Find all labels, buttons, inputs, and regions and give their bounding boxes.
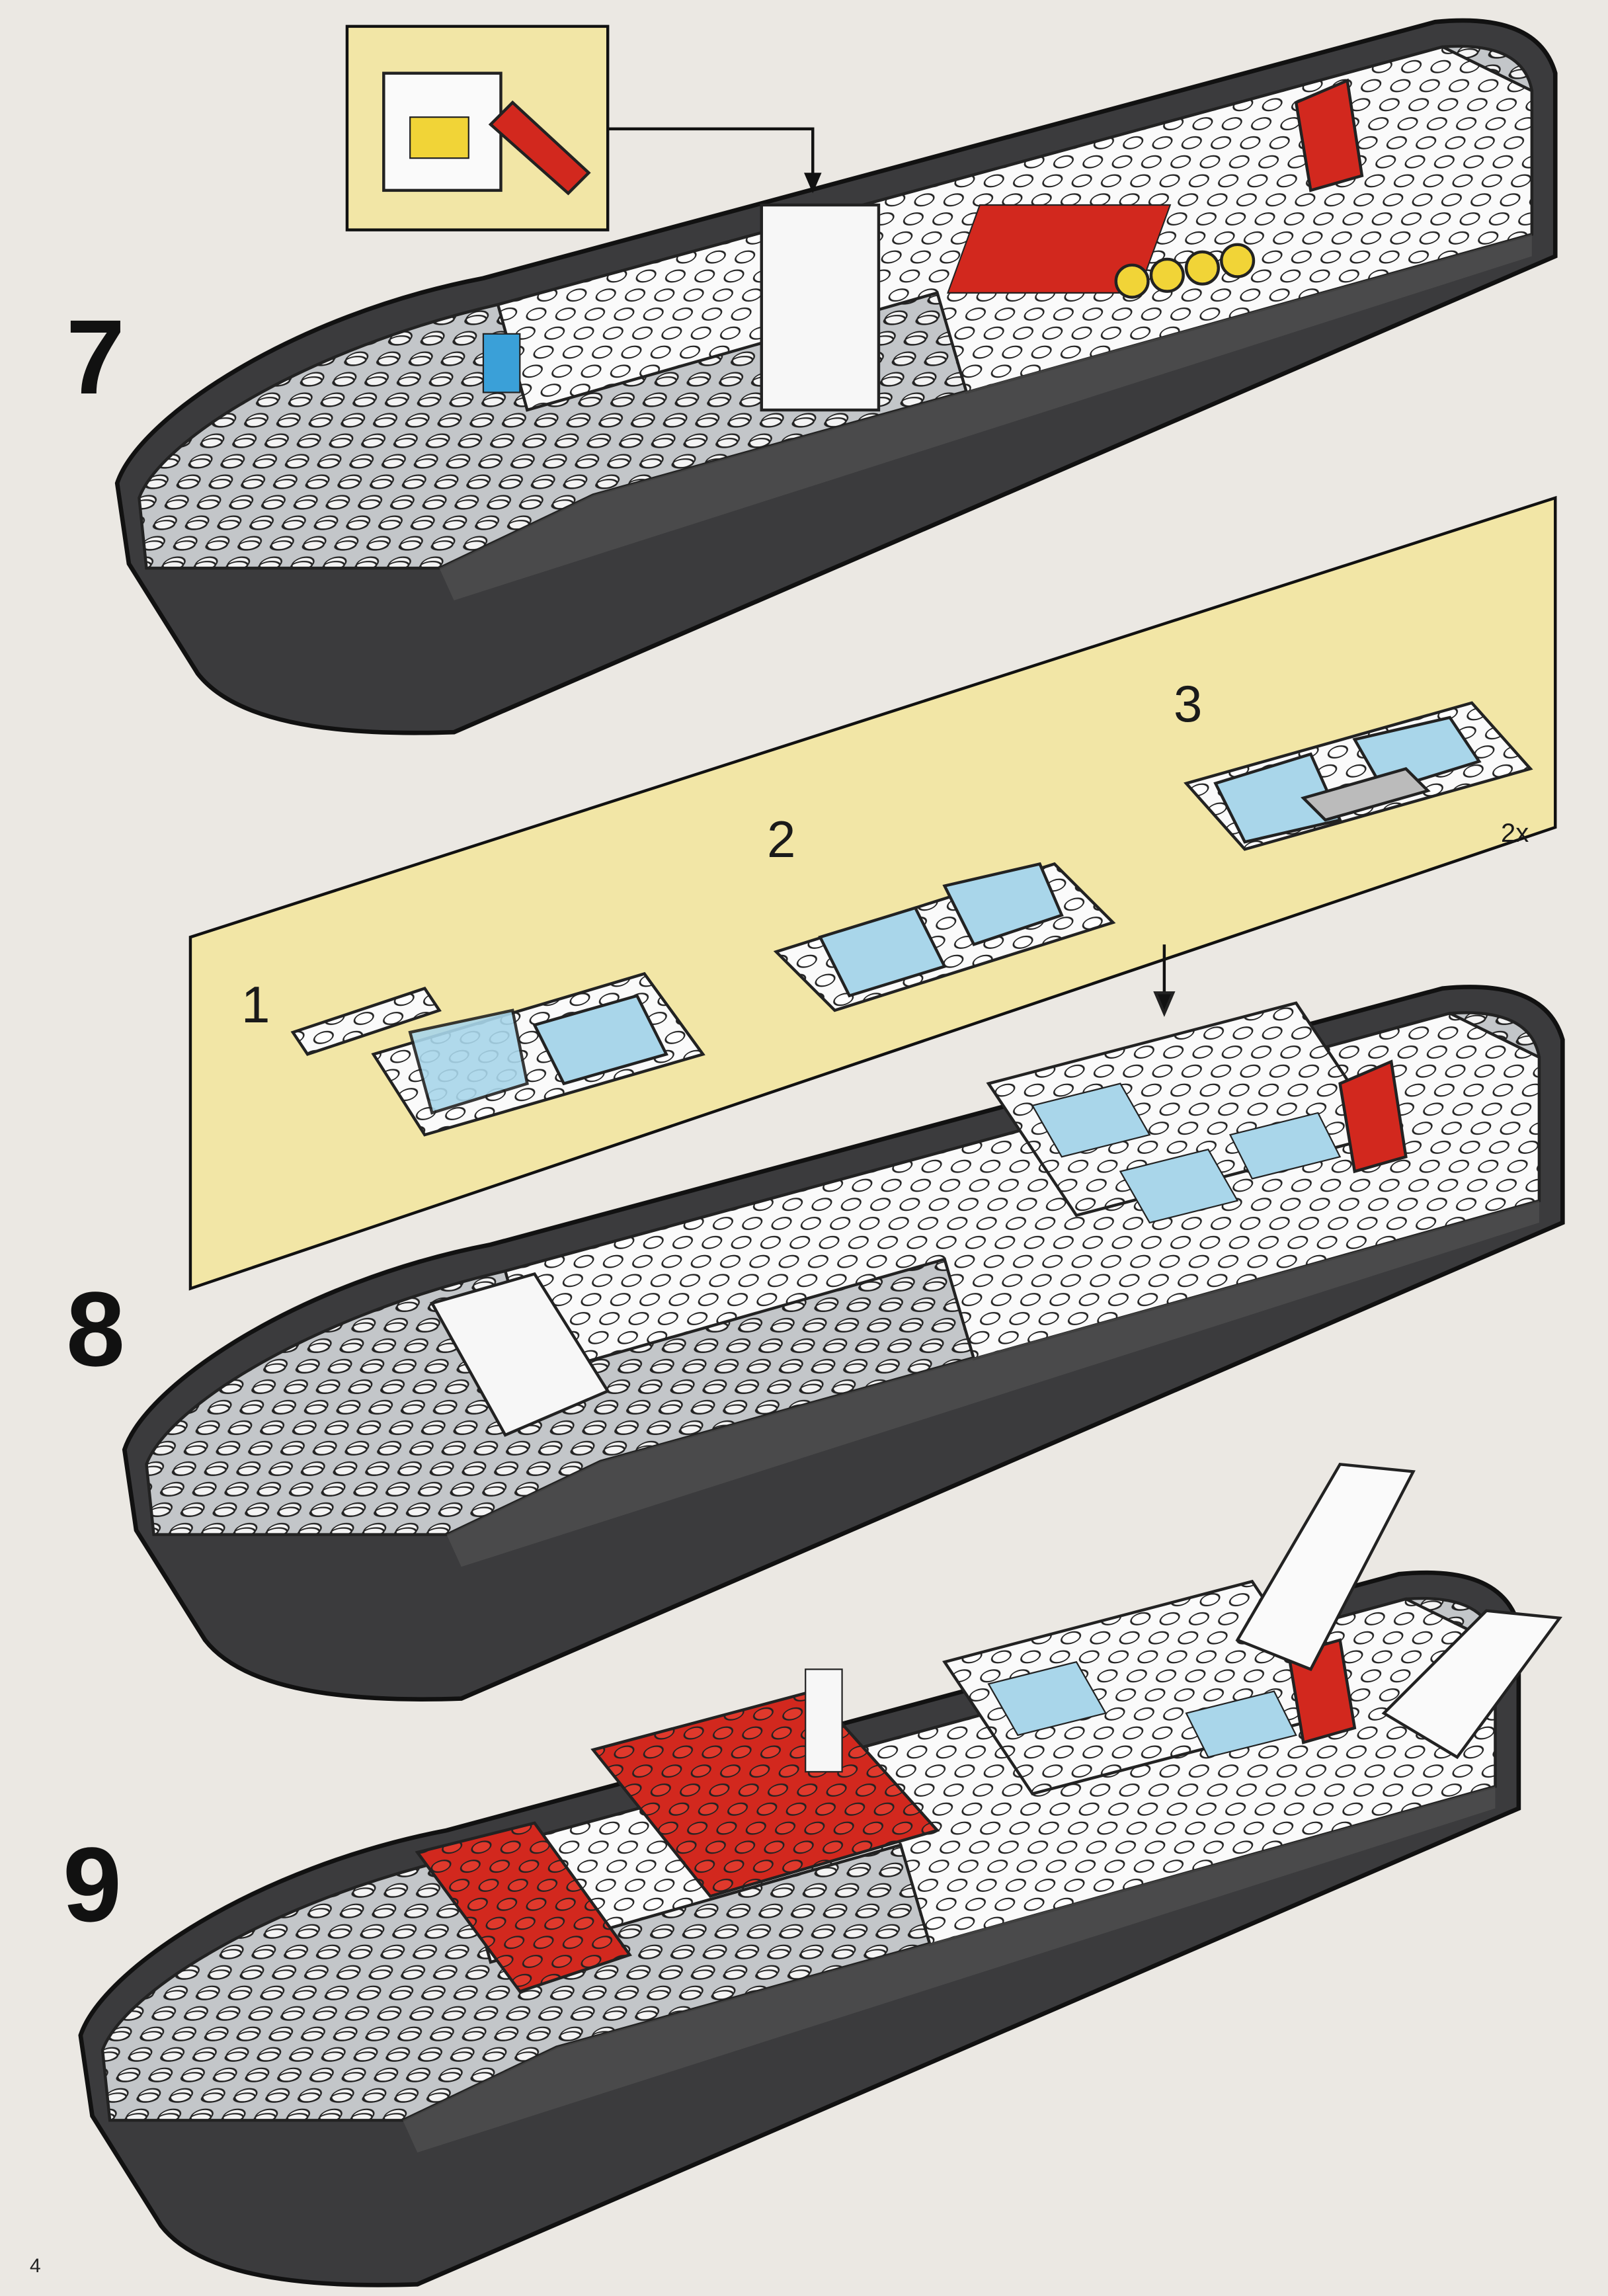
parts-callout-step-7 [345, 24, 822, 231]
substep-label-3: 3 [1174, 675, 1203, 733]
subassemblies [290, 701, 1533, 1137]
step-number-8: 8 [66, 1270, 125, 1388]
quantity-label: 2x [1501, 819, 1529, 848]
substep-label-1: 1 [241, 975, 270, 1034]
substep-label-2: 2 [767, 810, 796, 868]
boat-step-7 [117, 20, 1555, 733]
boat-step-9 [81, 1462, 1562, 2285]
page-number: 4 [30, 2255, 41, 2277]
step-number-7: 7 [66, 298, 125, 416]
boat-step-8 [124, 987, 1562, 1699]
step-number-9: 9 [63, 1825, 122, 1944]
